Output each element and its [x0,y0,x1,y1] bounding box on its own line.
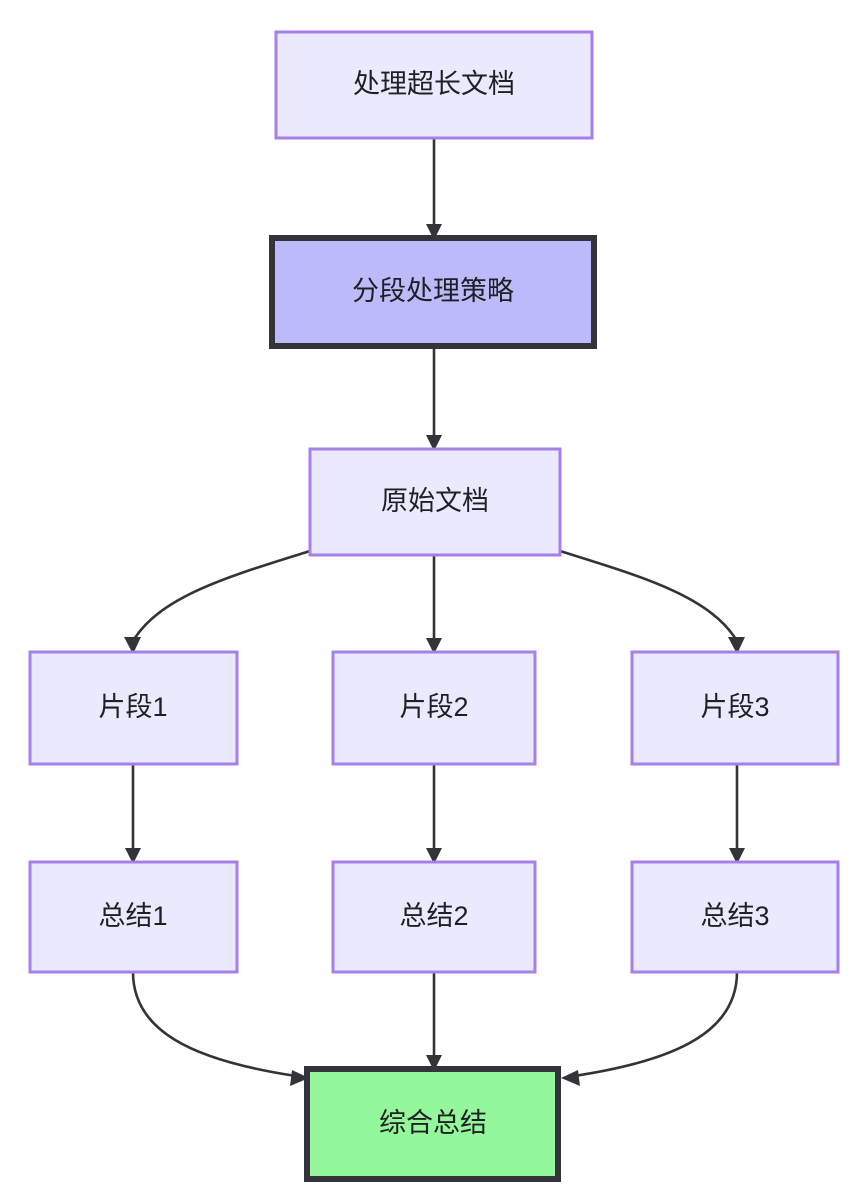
edge-summary-1-to-final-summary [131,971,309,1086]
edge-source-doc-to-fragment-2 [426,555,442,654]
node-label-fragment-2: 片段2 [399,692,468,722]
node-label-process-long-doc: 处理超长文档 [353,69,515,99]
node-label-source-doc: 原始文档 [381,486,489,516]
edge-process-long-doc-to-chunk-strategy [426,138,442,240]
edge-fragment-1-to-summary-1 [125,764,141,864]
node-layer: 处理超长文档 分段处理策略 原始文档 片段1 片段2 片段3 [28,30,840,1182]
edge-source-doc-to-fragment-1 [124,549,311,654]
node-summary-2[interactable]: 总结2 [331,860,537,974]
edge-fragment-2-to-summary-2 [426,764,442,864]
edge-chunk-strategy-to-source-doc [426,346,442,451]
node-label-summary-1: 总结1 [98,901,167,931]
node-process-long-doc[interactable]: 处理超长文档 [274,30,594,140]
node-summary-1[interactable]: 总结1 [28,860,239,974]
node-source-doc[interactable]: 原始文档 [308,447,562,557]
node-fragment-2[interactable]: 片段2 [331,650,537,766]
edge-source-doc-to-fragment-3 [559,549,745,654]
edge-summary-2-to-final-summary [426,972,442,1071]
edge-layer [124,138,745,1086]
node-label-final-summary: 综合总结 [379,1108,487,1138]
edge-fragment-3-to-summary-3 [729,764,745,864]
node-final-summary[interactable]: 综合总结 [304,1066,561,1182]
node-chunk-strategy[interactable]: 分段处理策略 [269,235,597,349]
node-fragment-1[interactable]: 片段1 [28,650,239,766]
edge-summary-3-to-final-summary [561,971,739,1086]
node-label-fragment-3: 片段3 [700,692,769,722]
node-label-fragment-1: 片段1 [98,692,167,722]
node-label-chunk-strategy: 分段处理策略 [352,276,514,306]
node-label-summary-3: 总结3 [700,901,769,931]
node-summary-3[interactable]: 总结3 [630,860,840,974]
node-label-summary-2: 总结2 [399,901,468,931]
node-fragment-3[interactable]: 片段3 [630,650,840,766]
